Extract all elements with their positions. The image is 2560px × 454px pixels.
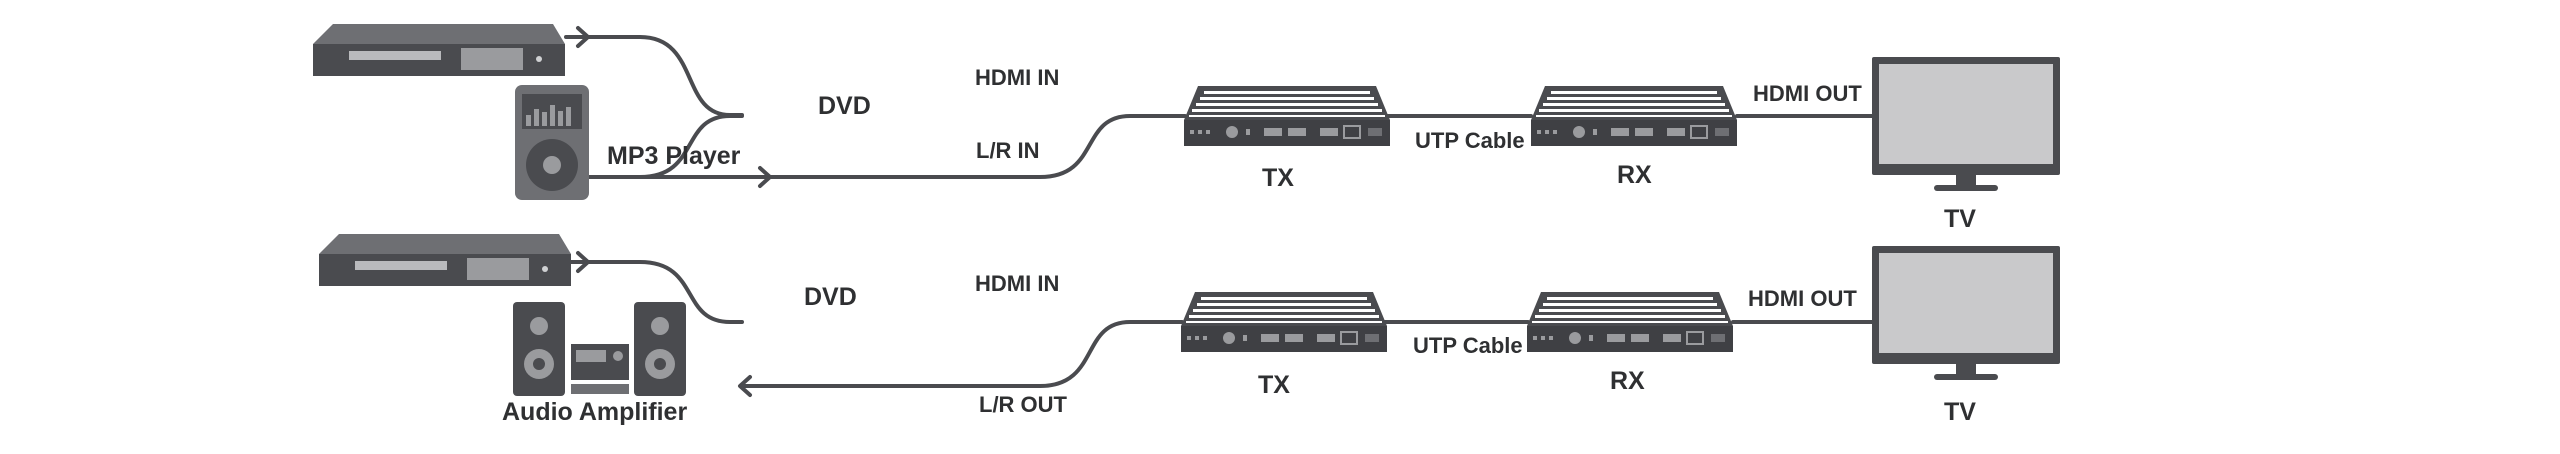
top-tv-label: TV [1944,205,1976,233]
bottom-audio-out-cable [743,320,1184,388]
top-rx-label: RX [1617,161,1652,189]
bottom-tv [1872,246,2060,380]
top-audio-in-arrow [758,166,772,188]
bottom-rx-box [1526,291,1734,353]
bottom-row: DVD Audio Amplifier HDMI IN L/R OUT TX U… [319,234,2060,426]
top-rx-box [1530,85,1738,147]
bottom-tv-label: TV [1944,398,1976,426]
top-tx-label: TX [1262,164,1294,192]
bottom-utp-label: UTP Cable [1413,333,1523,358]
bottom-amplifier-label: Audio Amplifier [502,398,687,426]
bottom-hdmi-out-label: HDMI OUT [1748,286,1857,311]
top-utp-label: UTP Cable [1415,128,1525,153]
top-hdmi-out-label: HDMI OUT [1753,81,1862,106]
top-audio-port-label: L/R IN [976,138,1040,163]
bottom-audio-amplifier [513,302,686,396]
bottom-hdmi-in-arrow [576,251,590,273]
top-hdmi-in-arrow [576,26,590,48]
bottom-hdmi-in-label: HDMI IN [975,271,1059,296]
bottom-dvd-player [319,234,571,286]
top-row: DVD MP3 Player HDMI IN L/R IN TX UTP Cab… [313,24,2060,233]
top-dvd-label: DVD [818,92,871,120]
top-hdmi-in-label: HDMI IN [975,65,1059,90]
bottom-tx-box [1180,291,1388,353]
bottom-audio-port-label: L/R OUT [979,392,1068,417]
bottom-dvd-label: DVD [804,283,857,311]
top-mp3-label: MP3 Player [607,142,741,170]
bottom-tx-label: TX [1258,371,1290,399]
bottom-hdmi-in-cable [564,260,744,324]
top-dvd-player [313,24,565,76]
bottom-audio-out-arrow [738,375,752,397]
bottom-rx-label: RX [1610,367,1645,395]
top-mp3-cable [588,114,1187,179]
top-mp3-player [515,85,589,200]
top-tx-box [1183,85,1391,147]
top-hdmi-in-cable [564,35,744,117]
top-tv [1872,57,2060,191]
